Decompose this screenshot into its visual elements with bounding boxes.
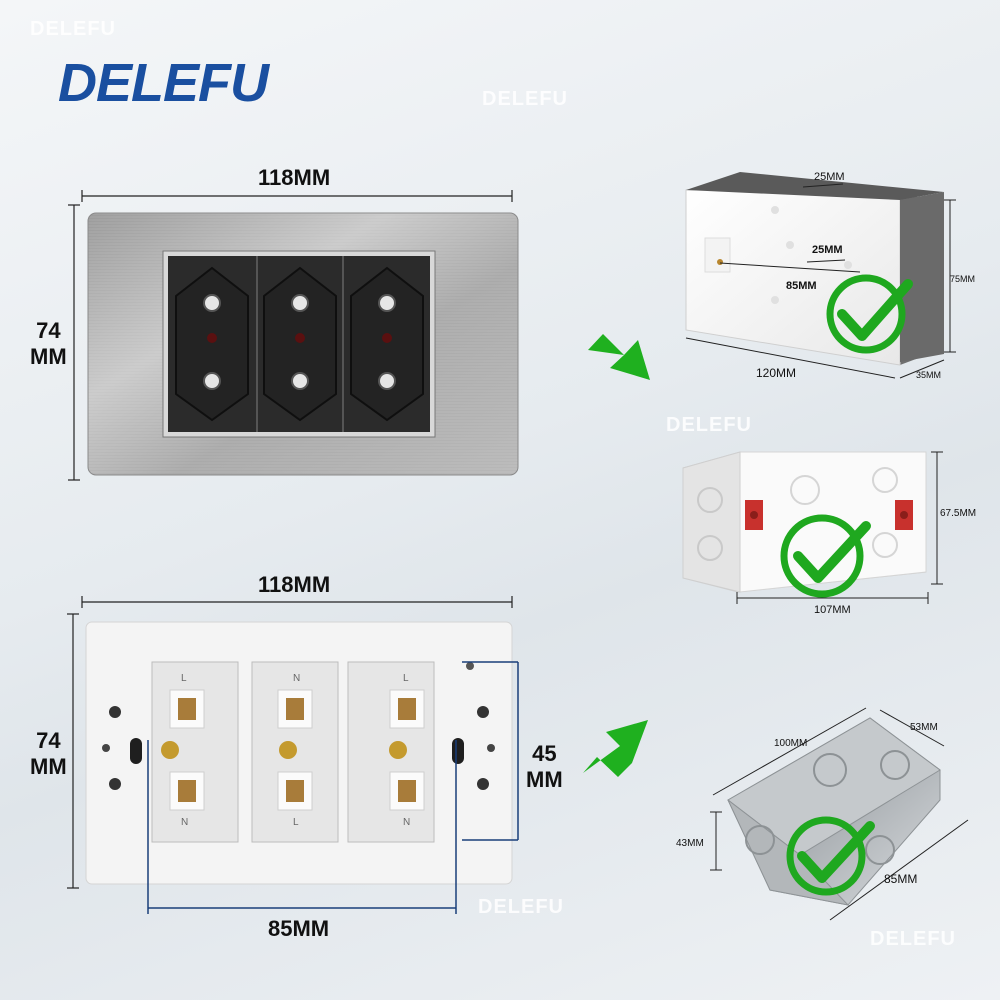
box1-inner-label: 25MM bbox=[812, 244, 843, 256]
back-width-dimension bbox=[81, 596, 513, 608]
terminal-label: N bbox=[181, 817, 189, 828]
watermark: DELEFU bbox=[870, 928, 956, 950]
socket-outlet-3 bbox=[350, 266, 424, 422]
front-height-dimension bbox=[68, 204, 80, 481]
box1-width-label: 120MM bbox=[756, 366, 797, 380]
terminal-module-3 bbox=[347, 661, 435, 843]
front-width-dimension bbox=[81, 190, 513, 202]
module-height-dimension bbox=[462, 661, 519, 841]
terminal-label: N bbox=[403, 817, 411, 828]
terminal-label: L bbox=[403, 673, 409, 684]
watermark: DELEFU bbox=[478, 896, 564, 918]
hole-spacing-dimension bbox=[147, 740, 457, 914]
watermark: DELEFU bbox=[30, 18, 116, 40]
check-mark-icon bbox=[786, 816, 875, 896]
box3-length-label: 85MM bbox=[884, 872, 918, 886]
terminal-module-1 bbox=[151, 661, 239, 843]
terminal-label: L bbox=[293, 817, 299, 828]
check-mark-icon bbox=[826, 274, 913, 354]
terminal-module-2 bbox=[251, 661, 339, 843]
plastic-box-large bbox=[685, 172, 956, 379]
arrow-right-icon bbox=[588, 334, 650, 380]
arrow-right-icon bbox=[583, 720, 648, 777]
plastic-box-red bbox=[682, 451, 943, 604]
box1-top-label: 25MM bbox=[814, 171, 845, 183]
terminal-label: N bbox=[293, 673, 301, 684]
box1-hole-spacing-label: 85MM bbox=[786, 280, 817, 292]
check-mark-icon bbox=[780, 514, 871, 598]
box1-height-label: 75MM bbox=[950, 274, 976, 284]
terminal-label: L bbox=[181, 673, 187, 684]
socket-outlet-1 bbox=[175, 266, 249, 422]
back-height-dimension bbox=[67, 613, 79, 889]
watermark: DELEFU bbox=[482, 88, 568, 110]
brand-logo: DELEFU bbox=[58, 53, 269, 113]
box2-width-label: 107MM bbox=[814, 604, 851, 616]
back-height-label: 74 MM bbox=[30, 728, 67, 779]
watermark: DELEFU bbox=[666, 414, 752, 436]
front-height-label: 74 MM bbox=[30, 318, 67, 369]
module-height-label: 45 MM bbox=[526, 741, 563, 792]
box3-height-label: 43MM bbox=[676, 838, 704, 849]
hole-spacing-label: 85MM bbox=[268, 916, 330, 941]
box1-depth-label: 35MM bbox=[916, 370, 942, 380]
box2-height-label: 67.5MM bbox=[940, 508, 977, 519]
box3-width-label: 100MM bbox=[774, 738, 808, 749]
back-width-label: 118MM bbox=[258, 572, 331, 597]
socket-outlet-2 bbox=[263, 266, 337, 422]
box3-depth-label: 53MM bbox=[910, 722, 938, 733]
front-width-label: 118MM bbox=[258, 165, 331, 190]
